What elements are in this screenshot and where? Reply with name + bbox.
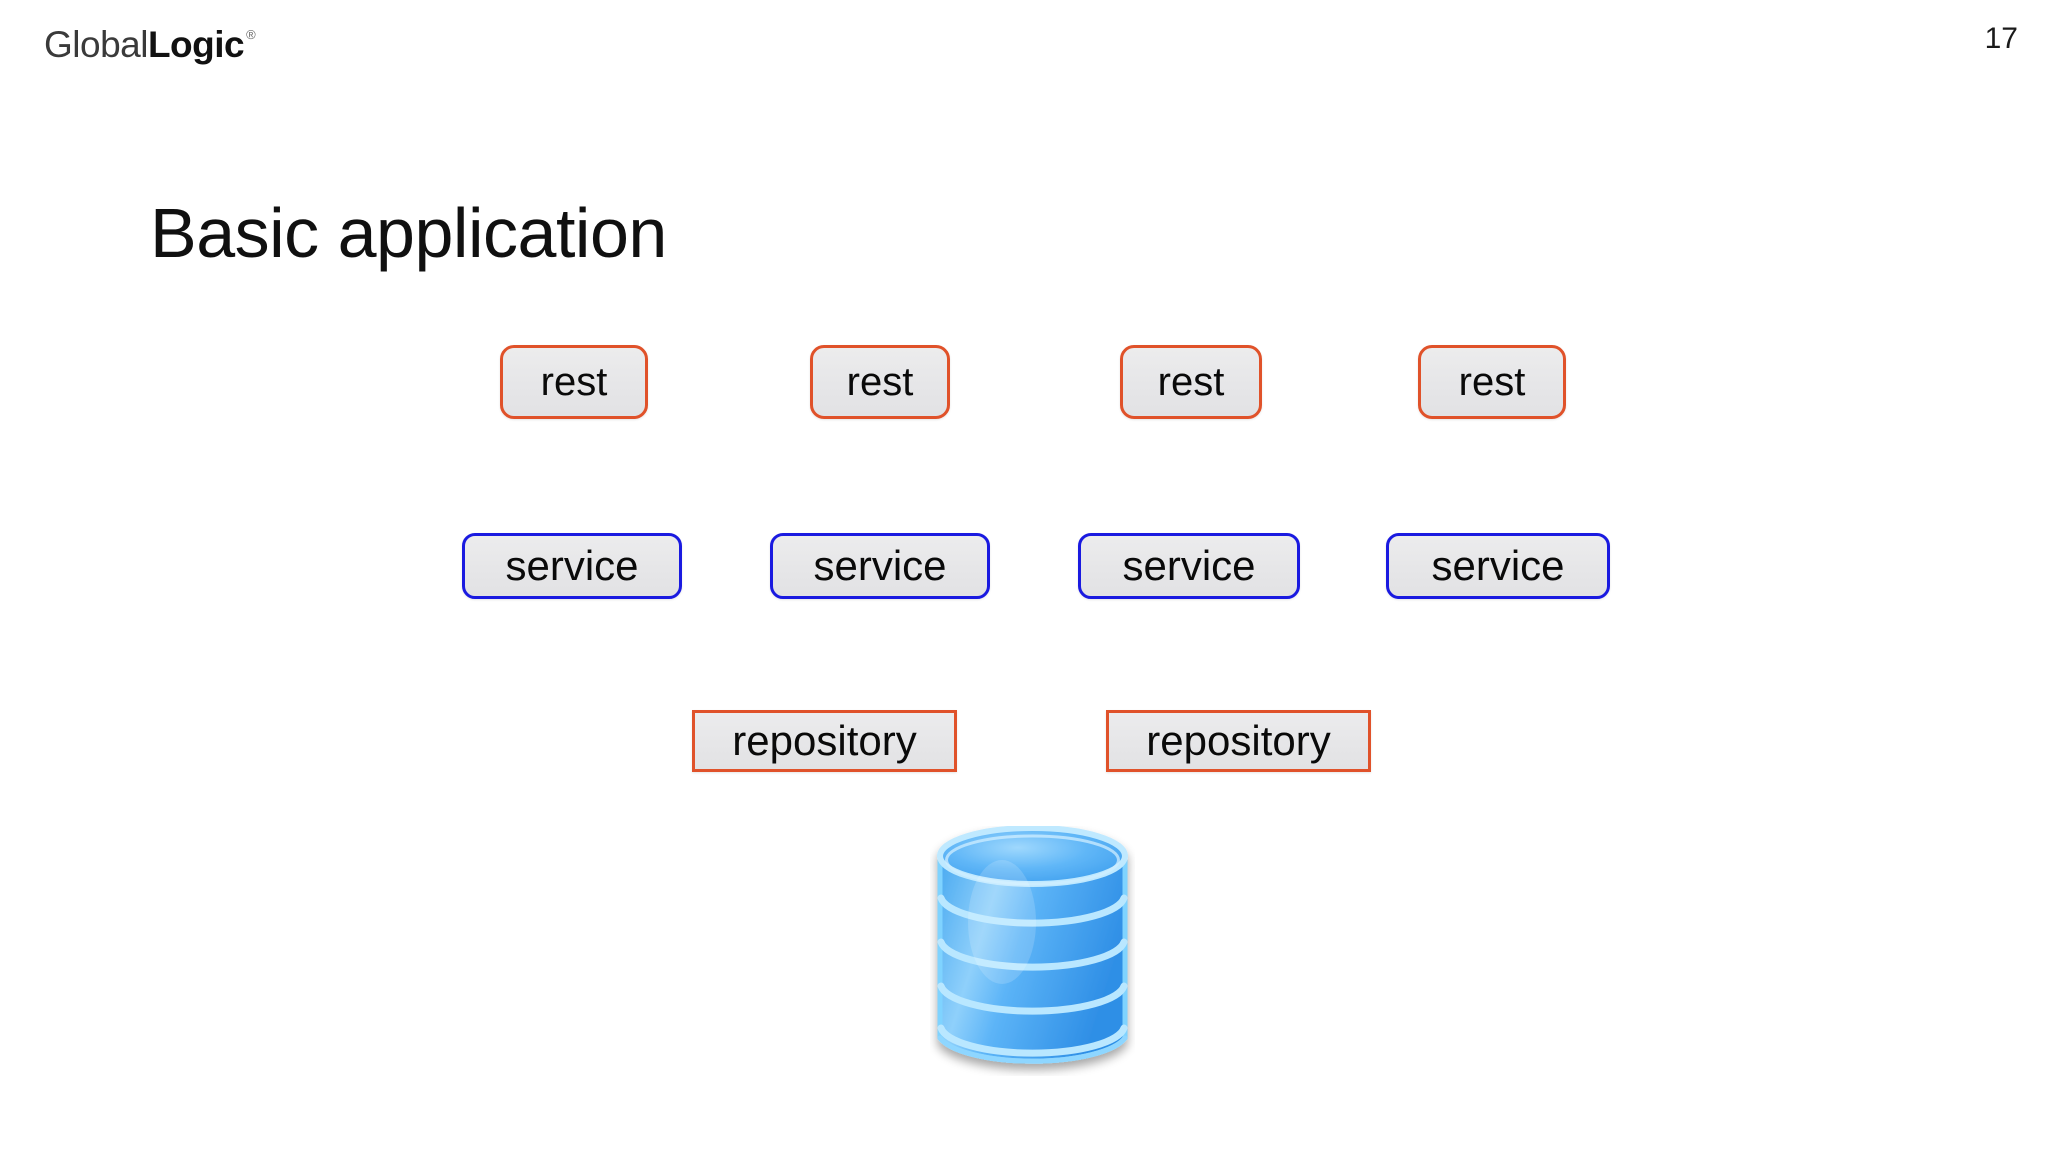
- service-node-2[interactable]: service: [770, 533, 990, 599]
- rest-node-label: rest: [540, 359, 608, 404]
- registered-trademark-icon: ®: [246, 27, 256, 42]
- service-node-4[interactable]: service: [1386, 533, 1610, 599]
- service-node-label: service: [505, 542, 639, 589]
- rest-node-1[interactable]: rest: [500, 345, 648, 419]
- rest-node-label: rest: [846, 359, 914, 404]
- rest-node-4[interactable]: rest: [1418, 345, 1566, 419]
- service-node-label: service: [1431, 542, 1565, 589]
- service-node-label: service: [813, 542, 947, 589]
- rest-node-label: rest: [1458, 359, 1526, 404]
- repository-node-label: repository: [1146, 717, 1331, 764]
- service-node-3[interactable]: service: [1078, 533, 1300, 599]
- service-node-1[interactable]: service: [462, 533, 682, 599]
- rest-node-2[interactable]: rest: [810, 345, 950, 419]
- logo-text-logic: Logic: [147, 24, 245, 65]
- repository-node-1[interactable]: repository: [692, 710, 957, 772]
- database-icon[interactable]: [930, 826, 1135, 1076]
- repository-node-2[interactable]: repository: [1106, 710, 1371, 772]
- service-node-label: service: [1122, 542, 1256, 589]
- repository-node-label: repository: [732, 717, 917, 764]
- page-title: Basic application: [150, 193, 667, 272]
- rest-node-label: rest: [1157, 359, 1225, 404]
- page-number: 17: [1984, 22, 2018, 55]
- logo-text-global: Global: [44, 24, 148, 65]
- rest-node-3[interactable]: rest: [1120, 345, 1262, 419]
